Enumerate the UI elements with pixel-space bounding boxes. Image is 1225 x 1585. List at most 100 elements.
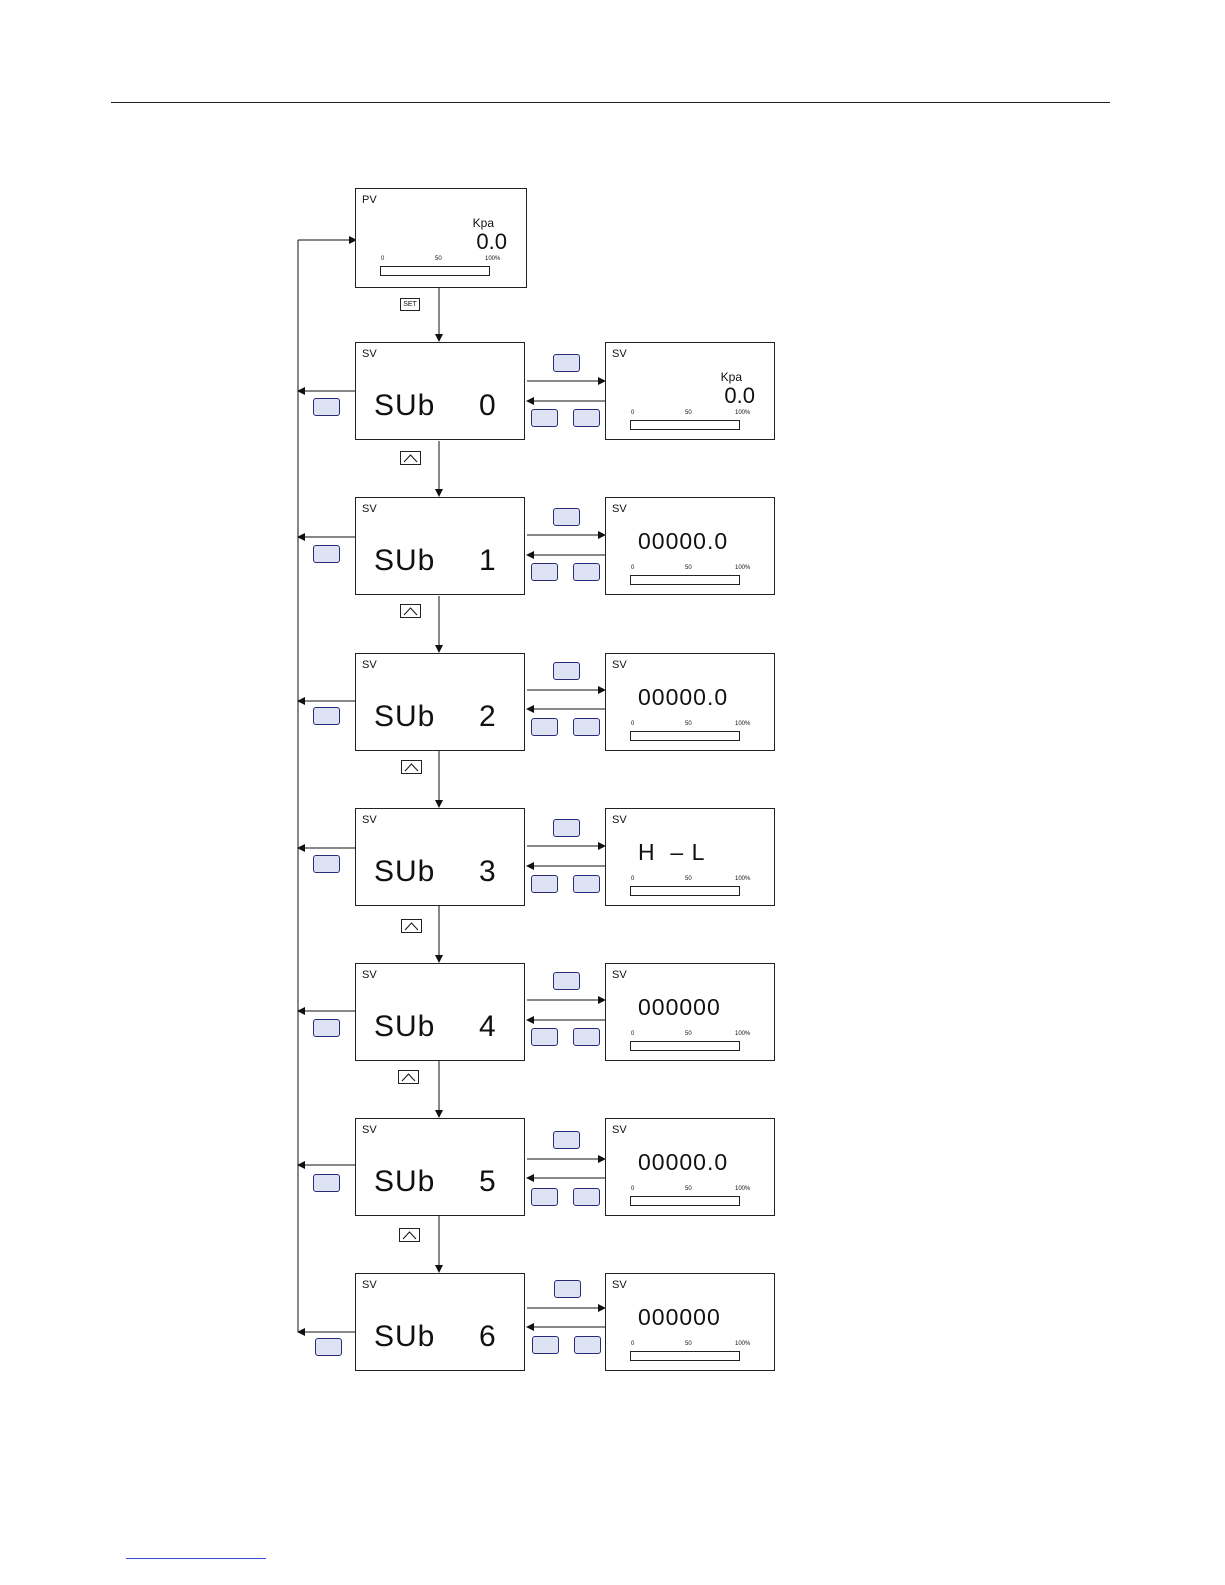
- value-screen-5: SV 00000.0 0 50 100%: [605, 1118, 775, 1216]
- exit-key-3[interactable]: [313, 855, 340, 873]
- sv-label: SV: [612, 659, 627, 671]
- confirm-key-6[interactable]: [574, 1336, 601, 1354]
- enter-key-2[interactable]: [553, 662, 580, 680]
- bar-tick-50: 50: [685, 1031, 692, 1038]
- value-unit: Kpa: [721, 370, 742, 384]
- sub-screen-3: SV SUb 3: [355, 808, 525, 906]
- up-key-2[interactable]: [401, 760, 422, 774]
- bar-tick-50: 50: [685, 876, 692, 883]
- sv-label: SV: [612, 969, 627, 981]
- enter-key-0[interactable]: [553, 354, 580, 372]
- exit-key-4[interactable]: [313, 1019, 340, 1037]
- sv-label: SV: [362, 659, 377, 671]
- confirm-key-2[interactable]: [573, 718, 600, 736]
- bar-tick-100: 100%: [485, 256, 500, 263]
- value-display: 000000: [638, 994, 721, 1021]
- bar-tick-0: 0: [631, 410, 634, 417]
- value-display: 00000.0: [638, 528, 728, 555]
- up-key-1[interactable]: [400, 604, 421, 618]
- confirm-key-0[interactable]: [573, 409, 600, 427]
- up-arrow-icon: [402, 761, 421, 773]
- sub-screen-6: SV SUb 6: [355, 1273, 525, 1371]
- confirm-key-4[interactable]: [573, 1028, 600, 1046]
- sub-screen-1: SV SUb 1: [355, 497, 525, 595]
- exit-key-0[interactable]: [313, 398, 340, 416]
- value-display: 00000.0: [638, 684, 728, 711]
- exit-key-6[interactable]: [315, 1338, 342, 1356]
- bar-tick-50: 50: [685, 565, 692, 572]
- sv-label: SV: [612, 503, 627, 515]
- confirm-key-5[interactable]: [573, 1188, 600, 1206]
- bar-tick-100: 100%: [735, 876, 750, 883]
- progress-bar: [630, 886, 740, 896]
- sv-label: SV: [362, 814, 377, 826]
- up-arrow-icon: [402, 920, 421, 932]
- sub-number: 6: [479, 1320, 496, 1354]
- shift-key-1[interactable]: [531, 563, 558, 581]
- value-screen-1: SV 00000.0 0 50 100%: [605, 497, 775, 595]
- sub-text: SUb: [374, 1320, 435, 1354]
- sv-label: SV: [362, 969, 377, 981]
- shift-key-4[interactable]: [531, 1028, 558, 1046]
- value-display: 00000.0: [638, 1149, 728, 1176]
- sub-text: SUb: [374, 1010, 435, 1044]
- bar-tick-50: 50: [435, 256, 442, 263]
- sv-label: SV: [362, 348, 377, 360]
- up-arrow-icon: [401, 452, 420, 464]
- up-key-4[interactable]: [398, 1070, 419, 1084]
- up-key-0[interactable]: [400, 451, 421, 465]
- up-key-5[interactable]: [399, 1228, 420, 1242]
- footer-link-underline: [126, 1558, 266, 1559]
- pv-unit: Kpa: [473, 216, 494, 230]
- shift-key-0[interactable]: [531, 409, 558, 427]
- bar-tick-100: 100%: [735, 410, 750, 417]
- set-key[interactable]: SET: [400, 298, 420, 311]
- sub-screen-4: SV SUb 4: [355, 963, 525, 1061]
- sub-number: 5: [479, 1165, 496, 1199]
- value-display: 000000: [638, 1304, 721, 1331]
- shift-key-6[interactable]: [532, 1336, 559, 1354]
- confirm-key-1[interactable]: [573, 563, 600, 581]
- sv-label: SV: [612, 348, 627, 360]
- sv-label: SV: [362, 1279, 377, 1291]
- up-key-3[interactable]: [401, 919, 422, 933]
- enter-key-4[interactable]: [553, 972, 580, 990]
- sv-label: SV: [362, 503, 377, 515]
- value-display: 0.0: [724, 383, 755, 409]
- progress-bar: [630, 731, 740, 741]
- up-arrow-icon: [399, 1071, 418, 1083]
- sub-text: SUb: [374, 855, 435, 889]
- shift-key-3[interactable]: [531, 875, 558, 893]
- sub-number: 4: [479, 1010, 496, 1044]
- sub-number: 1: [479, 544, 496, 578]
- enter-key-6[interactable]: [554, 1280, 581, 1298]
- pv-value: 0.0: [476, 229, 507, 255]
- value-screen-0: SV Kpa 0.0 0 50 100%: [605, 342, 775, 440]
- shift-key-5[interactable]: [531, 1188, 558, 1206]
- confirm-key-3[interactable]: [573, 875, 600, 893]
- sub-number: 0: [479, 389, 496, 423]
- sub-number: 3: [479, 855, 496, 889]
- enter-key-5[interactable]: [553, 1131, 580, 1149]
- exit-key-5[interactable]: [313, 1174, 340, 1192]
- sub-screen-0: SV SUb 0: [355, 342, 525, 440]
- shift-key-2[interactable]: [531, 718, 558, 736]
- exit-key-1[interactable]: [313, 545, 340, 563]
- bar-tick-0: 0: [631, 876, 634, 883]
- sv-label: SV: [612, 1279, 627, 1291]
- sv-label: SV: [612, 1124, 627, 1136]
- value-display: H – L: [638, 839, 705, 866]
- value-screen-4: SV 000000 0 50 100%: [605, 963, 775, 1061]
- value-screen-2: SV 00000.0 0 50 100%: [605, 653, 775, 751]
- up-arrow-icon: [400, 1229, 419, 1241]
- enter-key-1[interactable]: [553, 508, 580, 526]
- bar-tick-100: 100%: [735, 721, 750, 728]
- enter-key-3[interactable]: [553, 819, 580, 837]
- exit-key-2[interactable]: [313, 707, 340, 725]
- sv-label: SV: [612, 814, 627, 826]
- pv-label: PV: [362, 194, 377, 206]
- value-screen-6: SV 000000 0 50 100%: [605, 1273, 775, 1371]
- progress-bar: [630, 420, 740, 430]
- value-screen-3: SV H – L 0 50 100%: [605, 808, 775, 906]
- sub-text: SUb: [374, 1165, 435, 1199]
